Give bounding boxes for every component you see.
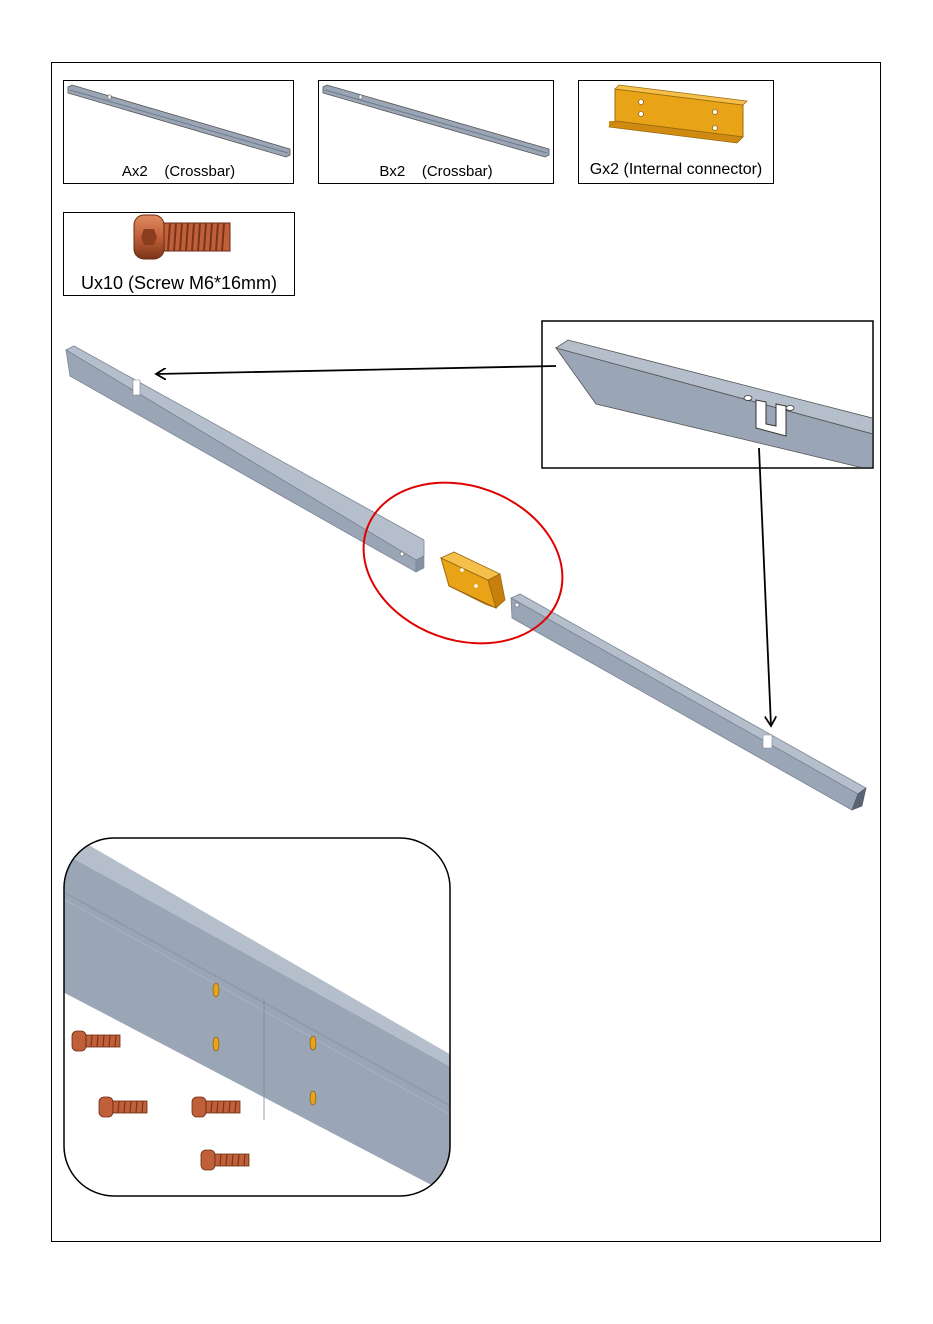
crossbar-right — [511, 594, 866, 810]
crossbar-left — [66, 346, 424, 572]
arrow-to-right-slot — [759, 448, 771, 726]
detail-inset — [542, 321, 880, 472]
internal-connector — [441, 552, 505, 608]
arrow-to-left-slot — [156, 366, 556, 374]
zoom-inset — [40, 838, 460, 1200]
